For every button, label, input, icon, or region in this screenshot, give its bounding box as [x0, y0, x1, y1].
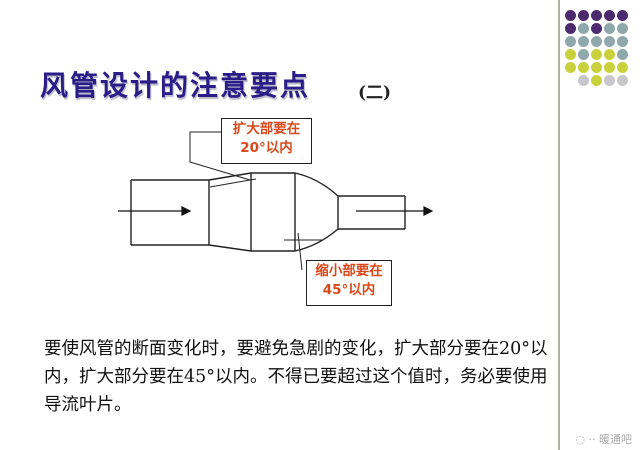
decorative-dot — [565, 49, 576, 60]
outlet-duct — [338, 195, 406, 230]
page-subtitle: (二) — [358, 83, 392, 103]
contraction-leader-line — [297, 232, 303, 271]
expansion-callout-line2: 20°以内 — [240, 140, 293, 156]
decorative-dot — [578, 36, 589, 47]
decorative-dot — [617, 10, 628, 21]
expansion-leader-line — [189, 131, 251, 181]
decorative-dot — [591, 49, 602, 60]
decorative-dot — [604, 36, 615, 47]
contraction-transition — [294, 172, 339, 252]
decorative-divider-line — [558, 0, 560, 450]
contraction-angle-callout: 缩小部要在 45°以内 — [306, 260, 392, 306]
decorative-dot — [591, 10, 602, 21]
decorative-dot — [604, 62, 615, 73]
inlet-duct — [130, 179, 209, 246]
contraction-callout-line1: 缩小部要在 — [315, 263, 383, 279]
decorative-dot — [604, 49, 615, 60]
decorative-dot — [578, 23, 589, 34]
decorative-dot — [565, 62, 576, 73]
expansion-callout-line1: 扩大部要在 — [232, 121, 301, 137]
decorative-dot — [578, 62, 589, 73]
explanation-paragraph: 要使风管的断面变化时，要避免急剧的变化，扩大部分要在20°以内，扩大部分要在45… — [44, 339, 548, 415]
decorative-dot — [617, 36, 628, 47]
decorative-dot — [617, 75, 628, 86]
decorative-dot — [604, 75, 615, 86]
decorative-dot — [591, 62, 602, 73]
decorative-dot — [578, 49, 589, 60]
expansion-angle-reference — [209, 178, 257, 188]
page-title: 风管设计的注意要点 — [40, 69, 311, 102]
decorative-dot-grid — [565, 10, 635, 110]
inlet-flow-arrow — [181, 206, 192, 216]
watermark: ◌ ·· 暖通吧 — [575, 433, 632, 446]
expansion-angle-callout: 扩大部要在 20°以内 — [221, 118, 312, 164]
decorative-dot — [565, 36, 576, 47]
expansion-transition — [208, 172, 252, 252]
decorative-dot — [565, 23, 576, 34]
decorative-dot — [617, 23, 628, 34]
decorative-dot — [604, 23, 615, 34]
contraction-callout-line2: 45°以内 — [322, 282, 376, 298]
decorative-dot — [617, 62, 628, 73]
decorative-dot — [578, 75, 589, 86]
decorative-dot — [591, 36, 602, 47]
decorative-dot — [617, 49, 628, 60]
decorative-dot — [604, 10, 615, 21]
outlet-flow-arrow — [423, 206, 434, 216]
main-duct-body — [250, 172, 296, 252]
decorative-dot — [578, 10, 589, 21]
decorative-dot — [591, 75, 602, 86]
decorative-dot — [565, 10, 576, 21]
decorative-dot — [591, 23, 602, 34]
